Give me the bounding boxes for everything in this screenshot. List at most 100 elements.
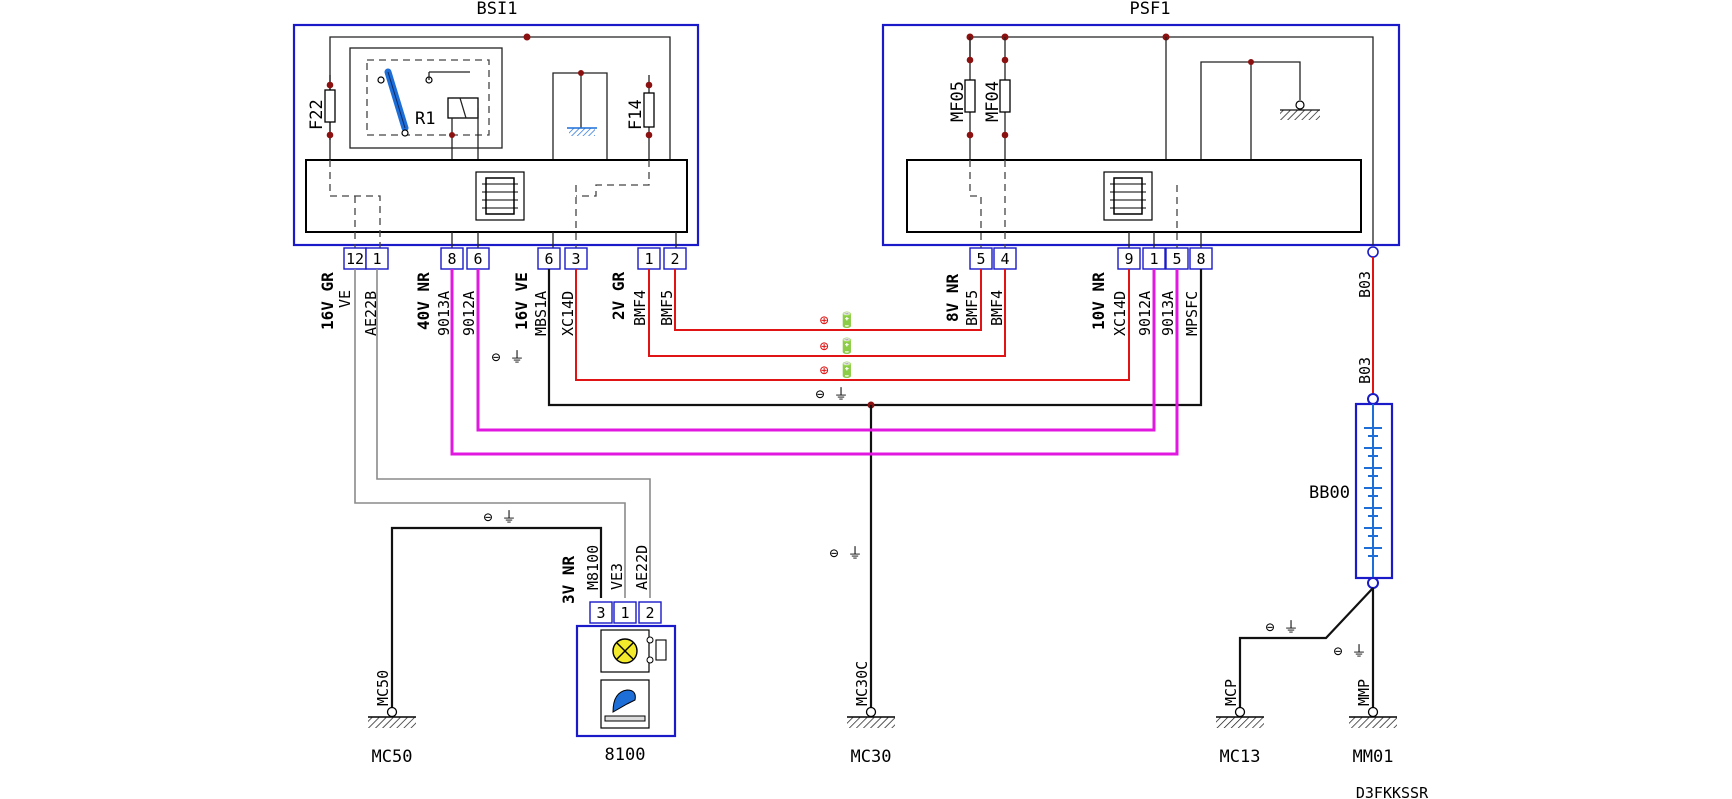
plus-symbol-label: ⊕ 🔋 xyxy=(820,361,857,379)
wire-label: 9013A xyxy=(1159,291,1177,336)
diagram-reference: D3FKKSSR xyxy=(1356,784,1429,799)
internal-ground-icon xyxy=(569,128,595,136)
wire-xc14d[interactable] xyxy=(575,269,1130,381)
lamp-unit-label: 8100 xyxy=(605,745,646,765)
ground-symbol-label: ⊖ ⏚ xyxy=(1265,618,1298,636)
lamp-unit-border xyxy=(575,624,677,738)
bsi1-label: BSI1 xyxy=(477,0,518,19)
bsi1-chip-icon xyxy=(475,171,525,221)
wire-label: MC50 xyxy=(374,670,392,706)
switch-icon xyxy=(655,639,667,661)
wire-label: MPSFC xyxy=(1183,291,1201,336)
wire-label: 9012A xyxy=(460,291,478,336)
pin-label: 1 xyxy=(372,250,381,268)
connector-group-label: 8V NR xyxy=(943,273,962,322)
ground-point-icon xyxy=(865,706,877,718)
psf1-chip-icon xyxy=(1103,171,1153,221)
fuse-mf05-label: MF05 xyxy=(948,81,968,122)
bsi1-connector-row: 12 1 8 6 6 3 1 2 xyxy=(343,247,687,270)
battery-cells-icon xyxy=(1364,404,1382,578)
wire-label: XC14D xyxy=(1111,291,1129,336)
wire-label: B03 xyxy=(1356,357,1374,384)
wire-label: MBS1A xyxy=(532,291,550,336)
bsi1-border xyxy=(292,23,700,247)
wire-mcp[interactable] xyxy=(1238,587,1374,710)
wire-label: BMF4 xyxy=(988,290,1006,326)
psf1-ground-icon xyxy=(1280,110,1320,120)
psf1-connector-row: 5 4 9 1 5 8 xyxy=(969,247,1213,270)
connector-group-label: 10V NR xyxy=(1089,272,1108,330)
bsi1-top-bus xyxy=(329,36,671,160)
wire-ae22b[interactable] xyxy=(376,269,651,598)
wire-label: XC14D xyxy=(559,291,577,336)
connector-group-label: 16V VE xyxy=(512,272,531,330)
battery-bb00: B03 B03 BB00 ⊖ ⏚ ⊖ ⏚ xyxy=(1238,257,1394,710)
wire-label: BMF4 xyxy=(631,290,649,326)
ground-point-icon xyxy=(1234,706,1246,718)
relay-enclosure xyxy=(349,47,503,149)
connector-group-label: 2V GR xyxy=(609,271,628,320)
bsi1-bus-node xyxy=(523,33,531,41)
wire-mbs1a-mpsfc[interactable] xyxy=(547,269,1203,407)
connector-pin[interactable] xyxy=(638,601,662,624)
bsi1-wire-labels: 16V GR VE AE22B 40V NR 9013A 9012A 16V V… xyxy=(318,271,676,366)
wire-label: B03 xyxy=(1356,271,1374,298)
pin-label: 1 xyxy=(644,250,653,268)
fuse-f14-label: F14 xyxy=(626,99,646,130)
psf1-terminal[interactable] xyxy=(1367,246,1379,258)
ground-mc30: MC30C MC30 xyxy=(847,661,895,767)
ground-symbol-label: ⊖ ⏚ xyxy=(815,385,848,403)
pin-label: 3 xyxy=(596,604,605,622)
pin-label: 6 xyxy=(544,250,553,268)
connector-pin[interactable] xyxy=(589,601,613,624)
ground-point-icon xyxy=(1367,706,1379,718)
fuse-mf04-label: MF04 xyxy=(983,81,1003,122)
wire-label: 9012A xyxy=(1136,291,1154,336)
wire-label: MMP xyxy=(1355,679,1373,706)
pin-label: 2 xyxy=(645,604,654,622)
pin-label: 6 xyxy=(473,250,482,268)
interconnect-wires: ⊕ 🔋 ⊕ 🔋 ⊕ 🔋 ⊖ ⏚ ⊖ ⏚ ⊖ ⏚ xyxy=(354,269,1203,710)
plus-symbol-label: ⊕ 🔋 xyxy=(820,311,857,329)
wire-label: MCP xyxy=(1222,679,1240,706)
wire-label: AE22B xyxy=(362,291,380,336)
wire-label: 9013A xyxy=(435,291,453,336)
psf1-border xyxy=(881,23,1401,247)
ground-mm01: MMP MM01 xyxy=(1349,679,1397,767)
wire-ve[interactable] xyxy=(354,269,626,598)
ground-symbol-label: ⊖ ⏚ xyxy=(491,348,524,366)
plus-symbol-label: ⊕ 🔋 xyxy=(820,337,857,355)
psf1-label: PSF1 xyxy=(1130,0,1171,19)
wire-label: BMF5 xyxy=(963,290,981,326)
bsi1-module: BSI1 R1 F22 xyxy=(292,0,700,248)
connector-group-label: 3V NR xyxy=(559,555,578,604)
wire-m8100[interactable] xyxy=(390,526,603,710)
ground-label: MC30 xyxy=(851,747,892,767)
connector-group-label: 16V GR xyxy=(318,272,337,330)
wire-bmf5[interactable] xyxy=(674,269,982,331)
psf1-module: PSF1 MF05 MF04 xyxy=(881,0,1401,258)
ground-symbol-label: ⊖ ⏚ xyxy=(1333,642,1366,660)
pin-label: 4 xyxy=(1000,250,1009,268)
battery-label: BB00 xyxy=(1309,483,1350,503)
wire-label: MC30C xyxy=(853,661,871,706)
ground-symbol-label: ⊖ ⏚ xyxy=(829,544,862,562)
pin-label: 8 xyxy=(447,250,456,268)
pin-label: 5 xyxy=(1172,250,1181,268)
connector-pin[interactable] xyxy=(613,601,637,624)
pin-label: 8 xyxy=(1196,250,1205,268)
connector-group-label: 40V NR xyxy=(414,272,433,330)
fuse-mf05: MF05 xyxy=(948,37,976,160)
wire-label: BMF5 xyxy=(658,290,676,326)
wire-label: M8100 xyxy=(584,545,602,590)
pin-label: 1 xyxy=(1149,250,1158,268)
wire-bmf4[interactable] xyxy=(648,269,1006,357)
ground-label: MC13 xyxy=(1220,747,1261,767)
ground-label: MM01 xyxy=(1353,747,1394,767)
wire-label: AE22D xyxy=(633,545,651,590)
ground-symbol-label: ⊖ ⏚ xyxy=(483,508,516,526)
ground-label: MC50 xyxy=(372,747,413,767)
wire-label: VE3 xyxy=(608,563,626,590)
wire-9013a[interactable] xyxy=(450,269,1179,456)
wire-9012a[interactable] xyxy=(476,269,1156,432)
